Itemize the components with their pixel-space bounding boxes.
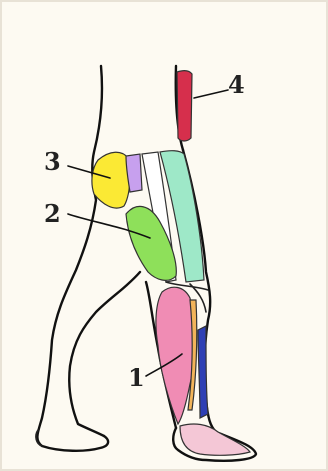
label-3: 3 xyxy=(44,147,61,176)
label-2: 2 xyxy=(44,199,61,228)
label-4: 4 xyxy=(228,70,245,99)
muscle-blue xyxy=(198,326,208,418)
label-1: 1 xyxy=(128,363,145,392)
muscle-4-red-strip xyxy=(177,71,192,141)
